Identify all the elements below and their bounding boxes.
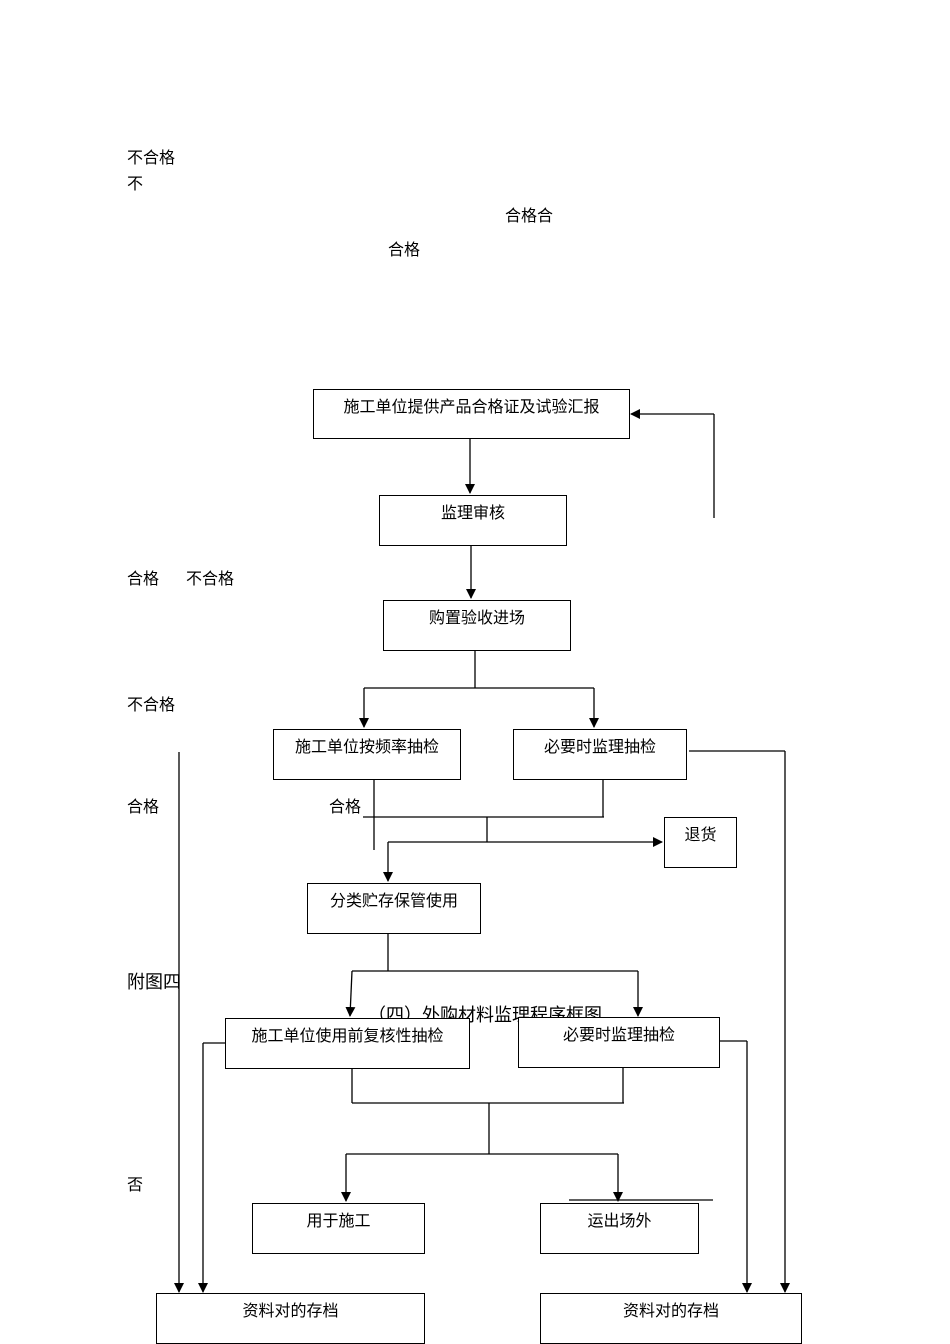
box-use-in-construction: 用于施工 (252, 1203, 425, 1254)
box-supervisor-sampling-1: 必要时监理抽检 (513, 729, 687, 780)
box-remove-offsite: 运出场外 (540, 1203, 699, 1254)
label-fail-2: 不 (127, 174, 144, 193)
box-archive-right: 资料对的存档 (540, 1293, 802, 1344)
box-contractor-sampling: 施工单位按频率抽检 (273, 729, 461, 780)
label-pass-fail-top: 合格合 (505, 206, 554, 225)
box-purchase-acceptance: 购置验收进场 (383, 600, 571, 651)
box-storage-use: 分类贮存保管使用 (307, 883, 481, 934)
box-supervision-review: 监理审核 (379, 495, 567, 546)
label-fail-low: 不合格 (127, 695, 176, 714)
label-pass-top: 合格 (388, 240, 421, 259)
attachment-label: 附图四 (127, 972, 181, 993)
box-supervisor-sampling-2: 必要时监理抽检 (518, 1017, 720, 1068)
label-pass-mid: 合格 (127, 569, 160, 588)
label-fail-mid: 不合格 (186, 569, 235, 588)
box-return-goods: 退货 (664, 817, 737, 868)
box-archive-left: 资料对的存档 (156, 1293, 425, 1344)
label-no: 否 (127, 1175, 144, 1194)
box-contractor-recheck: 施工单位使用前复核性抽检 (225, 1018, 470, 1069)
arrow-to-contractor-recheck (345, 970, 356, 1017)
label-fail-1: 不合格 (127, 148, 176, 167)
box-provide-certificates: 施工单位提供产品合格证及试验汇报 (313, 389, 630, 439)
label-pass-low: 合格 (127, 797, 160, 816)
label-pass-low-2: 合格 (329, 797, 362, 816)
